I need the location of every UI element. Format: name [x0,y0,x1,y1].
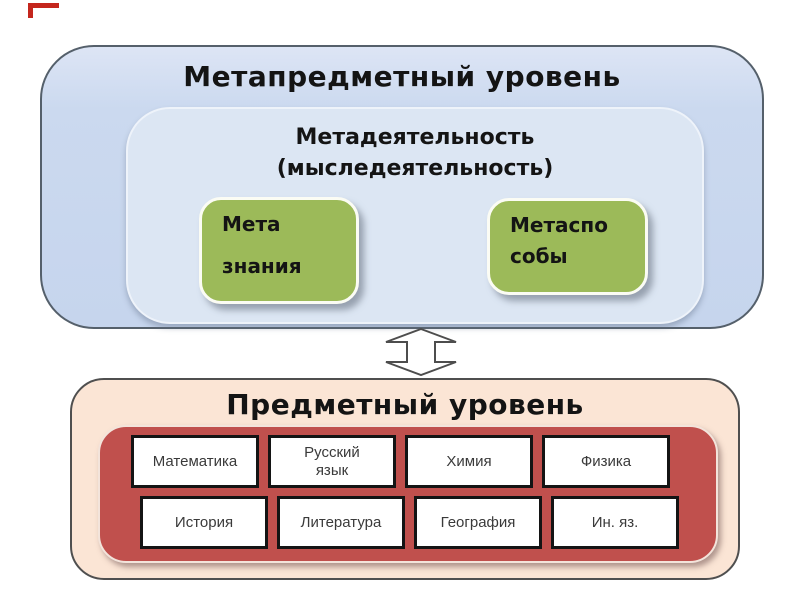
meta-level-box: Метапредметный уровень Метадеятельность … [40,45,764,329]
subject-level-box: Предметный уровень Математика Русский яз… [70,378,740,580]
meta-activity-box: Метадеятельность (мыследеятельность) Мет… [126,107,704,324]
subject-cell-geography: География [414,496,542,549]
subject-cell-chemistry: Химия [405,435,533,488]
meta-level-title: Метапредметный уровень [183,60,621,93]
meta-methods-line1: Метаспо [510,213,608,237]
subject-cell-physics: Физика [542,435,670,488]
meta-knowledge-line2: знания [222,254,302,278]
double-vertical-arrow-icon [385,328,457,376]
subject-cell-mathematics: Математика [131,435,259,488]
meta-knowledge-line1: Мета [222,212,281,236]
subjects-row-1: Математика Русский язык Химия Физика [131,435,670,488]
subject-cell-history: История [140,496,268,549]
meta-knowledge-box: Мета знания [199,197,359,304]
meta-methods-box: Метаспо собы [487,198,648,295]
subject-level-title: Предметный уровень [226,388,584,421]
subjects-container: Математика Русский язык Химия Физика Ист… [98,425,718,563]
meta-activity-title-line2: (мыследеятельность) [276,156,554,181]
meta-activity-title-line1: Метадеятельность [295,125,535,150]
subject-cell-foreign-language: Ин. яз. [551,496,679,549]
red-corner-mark [28,3,59,18]
subjects-row-2: История Литература География Ин. яз. [140,496,679,549]
subject-cell-literature: Литература [277,496,405,549]
meta-methods-line2: собы [510,244,568,268]
subject-cell-russian-language: Русский язык [268,435,396,488]
